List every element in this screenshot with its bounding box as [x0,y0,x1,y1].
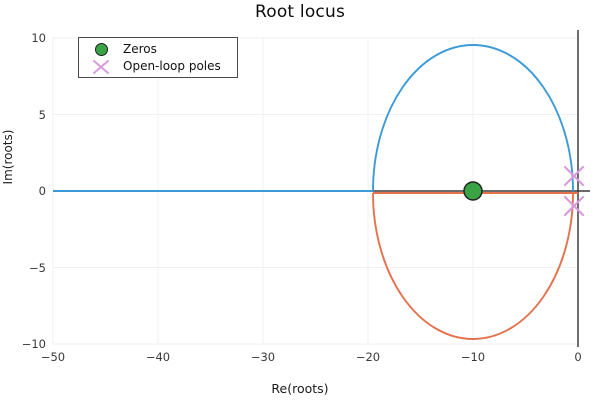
open-loop-poles-marker-icon [79,58,123,75]
legend[interactable]: Zeros Open-loop poles [78,37,238,78]
x-tick-label: −20 [355,350,381,364]
x-tick-label: −10 [460,350,486,364]
y-tick-label: −10 [21,337,46,351]
zeros-marker-icon [79,41,123,58]
legend-item-open-loop-poles[interactable]: Open-loop poles [79,58,237,75]
y-tick-label: −5 [29,260,46,275]
y-tick-label: 5 [38,107,46,122]
x-tick-label: −40 [145,350,171,364]
legend-label-open-loop-poles: Open-loop poles [123,59,221,73]
y-tick-label: 0 [38,184,46,198]
branch1-upper-arc [372,44,574,192]
x-tick-label: −30 [250,350,276,364]
x-tick-label: 0 [574,350,582,364]
x-axis-label: Re(roots) [271,381,329,396]
open-loop-pole-marker-lower [563,195,585,217]
x-tick-label: −50 [40,350,66,364]
branch2-lower-arc [372,192,574,340]
zero-marker [463,181,483,201]
chart-title: Root locus [254,2,346,22]
legend-item-zeros[interactable]: Zeros [79,41,237,58]
open-loop-pole-marker-upper [563,165,585,187]
y-tick-label: 10 [31,31,46,45]
legend-label-zeros: Zeros [123,42,157,56]
